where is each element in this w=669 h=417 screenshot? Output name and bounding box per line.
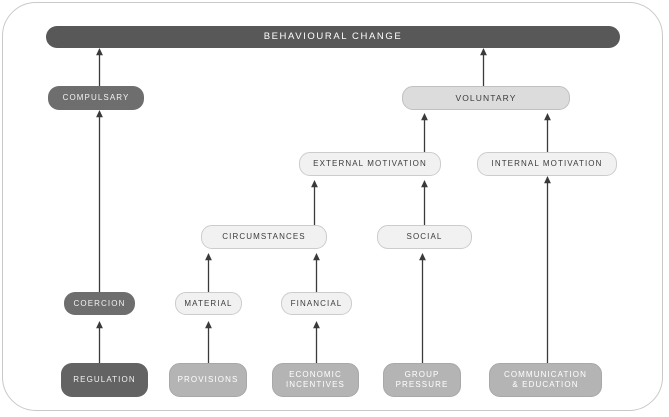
node-economic-incentives[interactable]: ECONOMIC INCENTIVES <box>272 363 359 397</box>
node-communication-education[interactable]: COMMUNICATION & EDUCATION <box>489 363 602 397</box>
arrow-material-to-circumstances <box>202 253 215 292</box>
arrow-group-pressure-to-social <box>416 253 429 363</box>
node-internal-motivation[interactable]: INTERNAL MOTIVATION <box>477 152 617 176</box>
arrow-coercion-to-compulsary <box>93 110 106 292</box>
node-material[interactable]: MATERIAL <box>175 292 242 315</box>
diagram-frame <box>2 2 663 411</box>
arrow-economic-incentives-to-financial <box>310 321 323 363</box>
arrow-provisions-to-material <box>202 321 215 363</box>
arrow-voluntary-to-behavioural-change <box>477 48 490 86</box>
arrow-internal-motivation-to-voluntary <box>541 113 554 152</box>
node-financial[interactable]: FINANCIAL <box>281 292 352 315</box>
node-voluntary[interactable]: VOLUNTARY <box>402 86 570 110</box>
node-circumstances[interactable]: CIRCUMSTANCES <box>201 225 327 249</box>
node-behavioural-change[interactable]: BEHAVIOURAL CHANGE <box>46 26 620 48</box>
node-social[interactable]: SOCIAL <box>377 225 472 249</box>
node-coercion[interactable]: COERCION <box>64 292 135 315</box>
arrow-compulsary-to-behavioural-change <box>93 48 106 86</box>
node-regulation[interactable]: REGULATION <box>61 363 148 397</box>
arrow-financial-to-circumstances <box>310 253 323 292</box>
arrow-communication-education-to-internal-motivation <box>541 176 554 363</box>
arrow-regulation-to-coercion <box>93 321 106 363</box>
arrow-external-motivation-to-voluntary <box>418 113 431 152</box>
arrow-circumstances-to-external-motivation <box>308 180 321 225</box>
arrow-social-to-external-motivation <box>418 180 431 225</box>
node-compulsary[interactable]: COMPULSARY <box>48 86 144 110</box>
node-external-motivation[interactable]: EXTERNAL MOTIVATION <box>299 152 441 176</box>
node-provisions[interactable]: PROVISIONS <box>169 363 247 397</box>
node-group-pressure[interactable]: GROUP PRESSURE <box>383 363 461 397</box>
